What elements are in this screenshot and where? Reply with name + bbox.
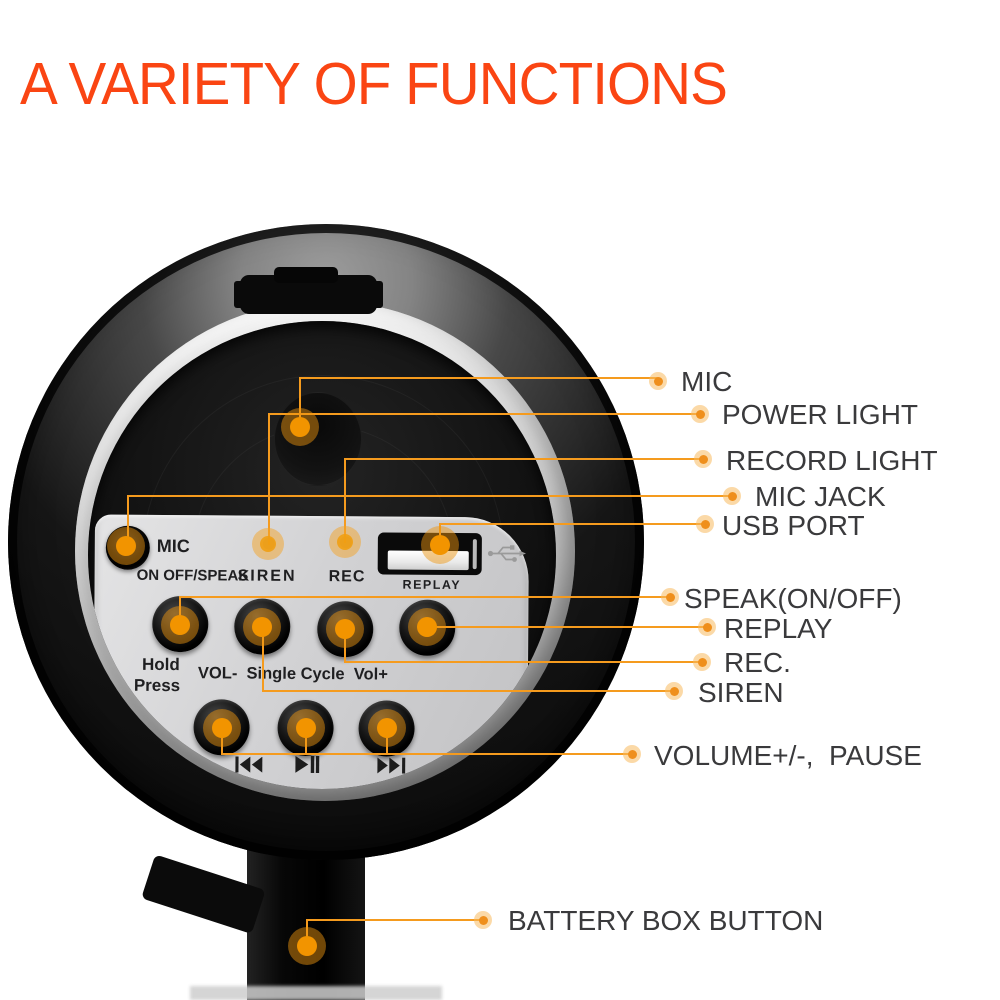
replay-button-label: REPLAY	[402, 577, 462, 593]
point-replay-button	[408, 608, 446, 646]
microphone-grille	[274, 392, 362, 486]
callout-label-record-light: RECORD LIGHT	[726, 445, 938, 476]
usb-contact	[472, 539, 477, 570]
callout-line-rec	[344, 661, 702, 663]
callout-label-siren: SIREN	[698, 677, 784, 708]
callout-label-mic: MIC	[681, 366, 733, 397]
point-mic-jack	[107, 527, 145, 565]
label-dot-siren	[665, 682, 683, 700]
label-dot-mic-jack	[723, 487, 741, 505]
callout-line-mic	[299, 377, 658, 379]
label-dot-volume	[623, 745, 641, 763]
label-dot-power-light	[691, 405, 709, 423]
point-usb-port	[421, 526, 459, 564]
callout-label-rec: REC.	[724, 647, 791, 678]
callout-label-mic-jack: MIC JACK	[755, 481, 886, 512]
callout-line-replay	[427, 626, 707, 628]
rec-button-label: REC	[328, 568, 366, 586]
press-label: Press	[133, 675, 181, 696]
label-dot-usb-port	[696, 515, 714, 533]
point-previous-button	[203, 709, 241, 747]
callout-line-record-light	[344, 459, 346, 543]
play-pause-icon	[295, 755, 320, 774]
speak-button-label: ON OFF/SPEAK	[136, 566, 250, 585]
callout-label-speak: SPEAK(ON/OFF)	[684, 583, 902, 614]
control-panel: MIC ON OFF/SPEAK SIREN REC REPLAY Hold P…	[92, 514, 530, 789]
label-dot-rec	[693, 653, 711, 671]
callout-line-mic-jack	[127, 496, 129, 547]
handle-stem	[247, 836, 365, 1000]
point-record-light	[329, 526, 361, 558]
label-dot-battery	[474, 911, 492, 929]
callout-label-replay: REPLAY	[724, 613, 833, 644]
next-track-icon	[377, 757, 406, 774]
hold-label: Hold	[141, 654, 180, 675]
label-dot-speak	[661, 588, 679, 606]
callout-line-siren	[262, 627, 264, 692]
callout-line-siren	[262, 690, 674, 692]
volume-row-label: VOL- Single Cycle Vol+	[197, 664, 388, 684]
callout-line-volume	[221, 753, 632, 755]
siren-button-label: SIREN	[237, 567, 297, 585]
point-play-pause-button	[287, 709, 325, 747]
callout-line-volume	[305, 728, 307, 755]
mic-jack-label: MIC	[156, 535, 190, 557]
top-hinge-nub	[371, 281, 383, 308]
callout-line-record-light	[344, 458, 703, 460]
callout-line-rec	[344, 629, 346, 663]
point-next-button	[368, 709, 406, 747]
top-hinge-tab	[274, 267, 338, 283]
callout-label-power-light: POWER LIGHT	[722, 399, 919, 430]
callout-label-usb-port: USB PORT	[722, 510, 865, 541]
ground-shadow	[190, 986, 442, 1000]
previous-track-icon	[235, 756, 263, 773]
label-dot-mic	[649, 372, 667, 390]
page-title: A VARIETY OF FUNCTIONS	[20, 51, 728, 117]
point-battery-box	[288, 927, 326, 965]
point-power-light	[252, 528, 284, 560]
callout-line-speak	[179, 596, 670, 598]
point-speak-button	[161, 606, 199, 644]
callout-label-volume-pause: VOLUME+/-, PAUSE	[654, 740, 922, 771]
callout-line-speak	[179, 597, 181, 626]
callout-line-power-light	[268, 413, 700, 415]
point-rec-button	[326, 610, 364, 648]
callout-line-power-light	[268, 414, 270, 545]
label-dot-replay	[698, 618, 716, 636]
point-mic	[281, 408, 319, 446]
callout-line-usb-port	[439, 523, 705, 525]
callout-line-mic	[299, 378, 301, 428]
label-dot-record-light	[694, 450, 712, 468]
callout-label-battery-box: BATTERY BOX BUTTON	[508, 905, 824, 936]
point-siren-button	[243, 608, 281, 646]
callout-line-volume	[221, 728, 223, 755]
usb-icon	[487, 545, 526, 562]
callout-line-mic-jack	[127, 495, 732, 497]
top-hinge-nub	[234, 281, 246, 308]
callout-line-battery	[306, 920, 308, 947]
callout-line-volume	[386, 728, 388, 755]
callout-line-battery	[306, 919, 483, 921]
rear-face: MIC ON OFF/SPEAK SIREN REC REPLAY Hold P…	[88, 321, 556, 789]
